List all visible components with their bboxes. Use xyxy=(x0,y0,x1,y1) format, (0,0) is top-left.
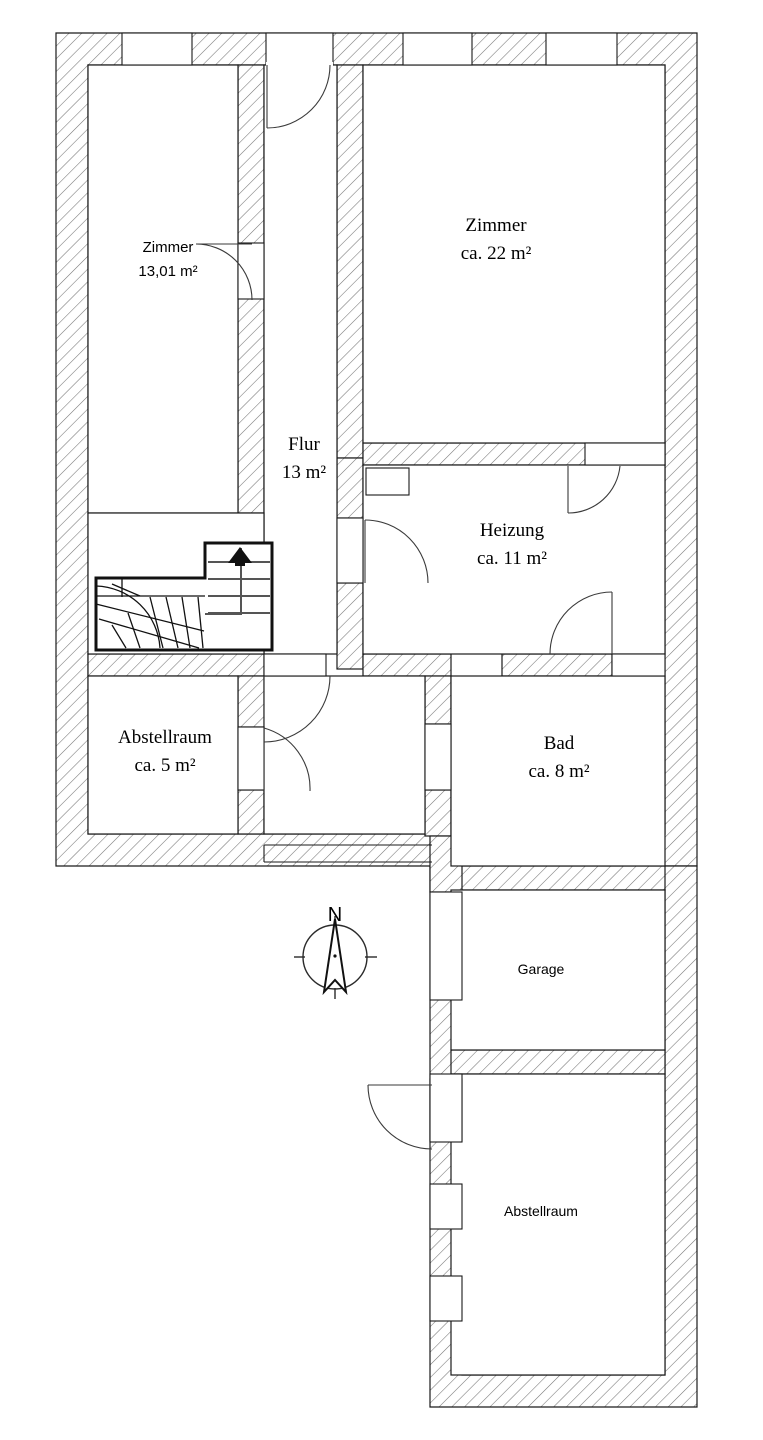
label-flur-name: Flur xyxy=(288,434,320,455)
window-wing-left-4 xyxy=(429,1275,463,1322)
label-garage: Garage xyxy=(518,961,565,977)
wall-internal-h6 xyxy=(450,1049,666,1075)
door-zimmer-left xyxy=(195,242,265,301)
window-top-1 xyxy=(121,32,193,66)
door-heizung-flur xyxy=(336,517,429,584)
label-bad-area: ca. 8 m² xyxy=(528,761,589,782)
label-heizung-name: Heizung xyxy=(480,520,545,541)
stair-treads-winder xyxy=(95,578,205,649)
doors xyxy=(195,62,666,1150)
wall-internal-v5 xyxy=(237,675,265,728)
window-wing-left-3 xyxy=(429,1183,463,1230)
room-bad xyxy=(450,675,666,867)
room-garage xyxy=(450,889,666,1051)
window-top-3 xyxy=(402,32,473,66)
stair-walkline-straight xyxy=(205,548,242,615)
door-corridor-top xyxy=(263,653,331,743)
compass-center-dot-icon xyxy=(333,954,337,958)
wall-internal-v2 xyxy=(336,64,364,459)
staircase xyxy=(94,541,274,652)
wall-internal-v4 xyxy=(336,582,364,670)
label-abstellraum-wing: Abstellraum xyxy=(504,1203,578,1219)
compass-north-label: N xyxy=(328,904,342,926)
low-wall-lines xyxy=(263,844,432,863)
room-interiors xyxy=(87,64,666,1376)
window-top-2 xyxy=(265,32,334,66)
door-opening-bad xyxy=(424,723,452,791)
label-bad: Bad ca. 8 m² xyxy=(528,733,589,782)
wall-internal-h4 xyxy=(501,653,613,677)
room-zimmer-left xyxy=(87,64,239,514)
room-heizung xyxy=(362,464,666,655)
door-wing-exterior xyxy=(367,1073,463,1150)
window-openings xyxy=(121,32,618,1322)
heizung-fixture xyxy=(365,467,410,496)
stair-up-arrow-icon xyxy=(228,547,252,566)
label-zimmer-left: Zimmer 13,01 m² xyxy=(138,239,197,280)
label-zimmer-large-area: ca. 22 m² xyxy=(461,243,532,264)
label-zimmer-large: Zimmer ca. 22 m² xyxy=(461,215,532,264)
wall-internal-v3 xyxy=(336,457,364,519)
wall-internal-h5 xyxy=(450,865,666,891)
door-abstellraum-main xyxy=(237,726,311,792)
label-flur: Flur 13 m² xyxy=(282,434,327,483)
room-zimmer-large xyxy=(362,64,666,444)
door-flur-entry xyxy=(266,62,333,129)
room-abstellraum-main xyxy=(87,675,239,835)
label-zimmer-left-name: Zimmer xyxy=(143,239,194,256)
wall-internal-v6 xyxy=(237,789,265,835)
label-zimmer-large-name: Zimmer xyxy=(465,215,527,236)
wall-internal-v7 xyxy=(424,675,452,725)
door-zimmer-large-heizung xyxy=(567,442,666,514)
label-abstellraum-main-name: Abstellraum xyxy=(118,727,212,748)
wall-internal-v8 xyxy=(424,789,452,837)
door-heizung-bad xyxy=(549,591,666,677)
window-wing-left-1 xyxy=(429,891,463,1001)
label-abstellraum-main-area: ca. 5 m² xyxy=(134,755,195,776)
room-flur xyxy=(263,64,338,655)
label-flur-area: 13 m² xyxy=(282,462,327,483)
compass-rose: N xyxy=(294,904,377,999)
room-abstellraum-wing xyxy=(450,1073,666,1376)
label-heizung-area: ca. 11 m² xyxy=(477,548,547,569)
window-top-4 xyxy=(545,32,618,66)
label-abstellraum-main: Abstellraum ca. 5 m² xyxy=(118,727,212,776)
label-zimmer-left-area: 13,01 m² xyxy=(138,263,197,280)
label-heizung: Heizung ca. 11 m² xyxy=(477,520,547,569)
room-corridor-lower xyxy=(263,675,426,835)
wall-internal-h3 xyxy=(362,653,452,677)
room-labels: Zimmer 13,01 m² Zimmer ca. 22 m² Flur 13… xyxy=(118,215,590,1219)
wall-internal-h2 xyxy=(87,653,265,677)
label-bad-name: Bad xyxy=(544,733,575,754)
